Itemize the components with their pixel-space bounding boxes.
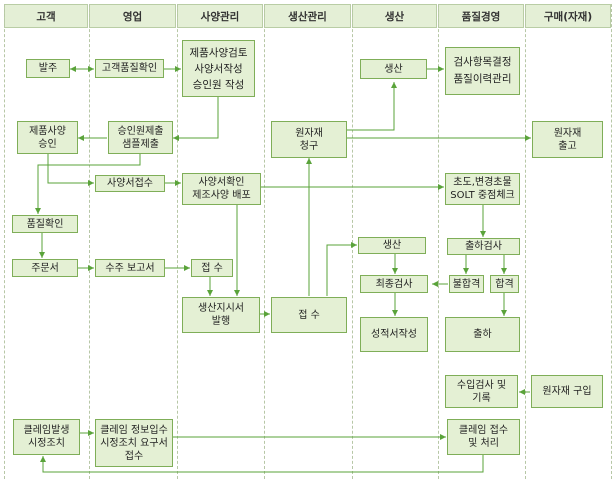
initial-check-box: 초도,변경초물 SOLT 중점체크 bbox=[445, 173, 520, 205]
order-report-box: 수주 보고서 bbox=[95, 259, 165, 277]
pass-box: 합격 bbox=[490, 275, 519, 293]
lane-separator bbox=[89, 4, 90, 479]
approval-submit-box: 승인원제출 샘플제출 bbox=[108, 121, 173, 154]
lane-separator bbox=[438, 4, 439, 479]
lane-header-spec-management: 사양관리 bbox=[177, 4, 263, 28]
fail-box: 불합격 bbox=[449, 275, 484, 293]
spec-receipt-box: 사양서접수 bbox=[95, 175, 165, 192]
inspection-plan-box: 검사항목결정 품질이력관리 bbox=[445, 47, 520, 95]
lane-header-production-management: 생산관리 bbox=[264, 4, 351, 28]
claim-info-receipt-box: 클레임 정보입수 시정조치 요구서 접수 bbox=[95, 419, 173, 467]
production-directive-box: 생산지시서 발행 bbox=[182, 297, 260, 333]
spec-check-box: 사양서확인 제조사양 배포 bbox=[182, 173, 261, 205]
spec-review-box: 제품사양검토 사양서작성 승인원 작성 bbox=[182, 40, 255, 97]
shipping-inspection-box: 출하검사 bbox=[447, 238, 520, 255]
purchase-order-box: 주문서 bbox=[12, 259, 78, 277]
report-writing-box: 성적서작성 bbox=[360, 317, 428, 352]
material-request-box: 원자재 청구 bbox=[271, 121, 347, 158]
lane-separator bbox=[177, 4, 178, 479]
lane-separator bbox=[4, 4, 5, 479]
lane-separator bbox=[525, 4, 526, 479]
lane-header-purchasing: 구매(자재) bbox=[525, 4, 611, 28]
lane-separator bbox=[264, 4, 265, 479]
material-release-box: 원자재 출고 bbox=[532, 121, 603, 158]
order-box: 발주 bbox=[26, 59, 70, 78]
lane-header-production: 생산 bbox=[352, 4, 437, 28]
receipt-box-1: 접 수 bbox=[191, 259, 233, 277]
receipt-box-2: 접 수 bbox=[271, 297, 347, 333]
production-box-2: 생산 bbox=[358, 237, 426, 254]
production-box: 생산 bbox=[360, 59, 427, 79]
claim-occurrence-box: 클레임발생 시정조치 bbox=[13, 419, 80, 455]
lane-header-customer: 고객 bbox=[4, 4, 88, 28]
final-inspection-box: 최종검사 bbox=[360, 275, 428, 293]
lane-separator bbox=[352, 4, 353, 479]
quality-confirm-box: 품질확인 bbox=[12, 215, 78, 233]
incoming-inspection-box: 수입검사 및 기록 bbox=[445, 375, 518, 408]
lane-header-quality: 품질경영 bbox=[438, 4, 524, 28]
lane-separator bbox=[611, 4, 612, 479]
shipment-box: 출하 bbox=[445, 317, 520, 352]
material-purchase-box: 원자재 구입 bbox=[531, 375, 603, 408]
product-spec-approval-box: 제품사양 승인 bbox=[17, 121, 78, 154]
customer-quality-check-box: 고객품질확인 bbox=[95, 59, 164, 78]
claim-receipt-box: 클레임 접수 및 처리 bbox=[447, 419, 520, 455]
